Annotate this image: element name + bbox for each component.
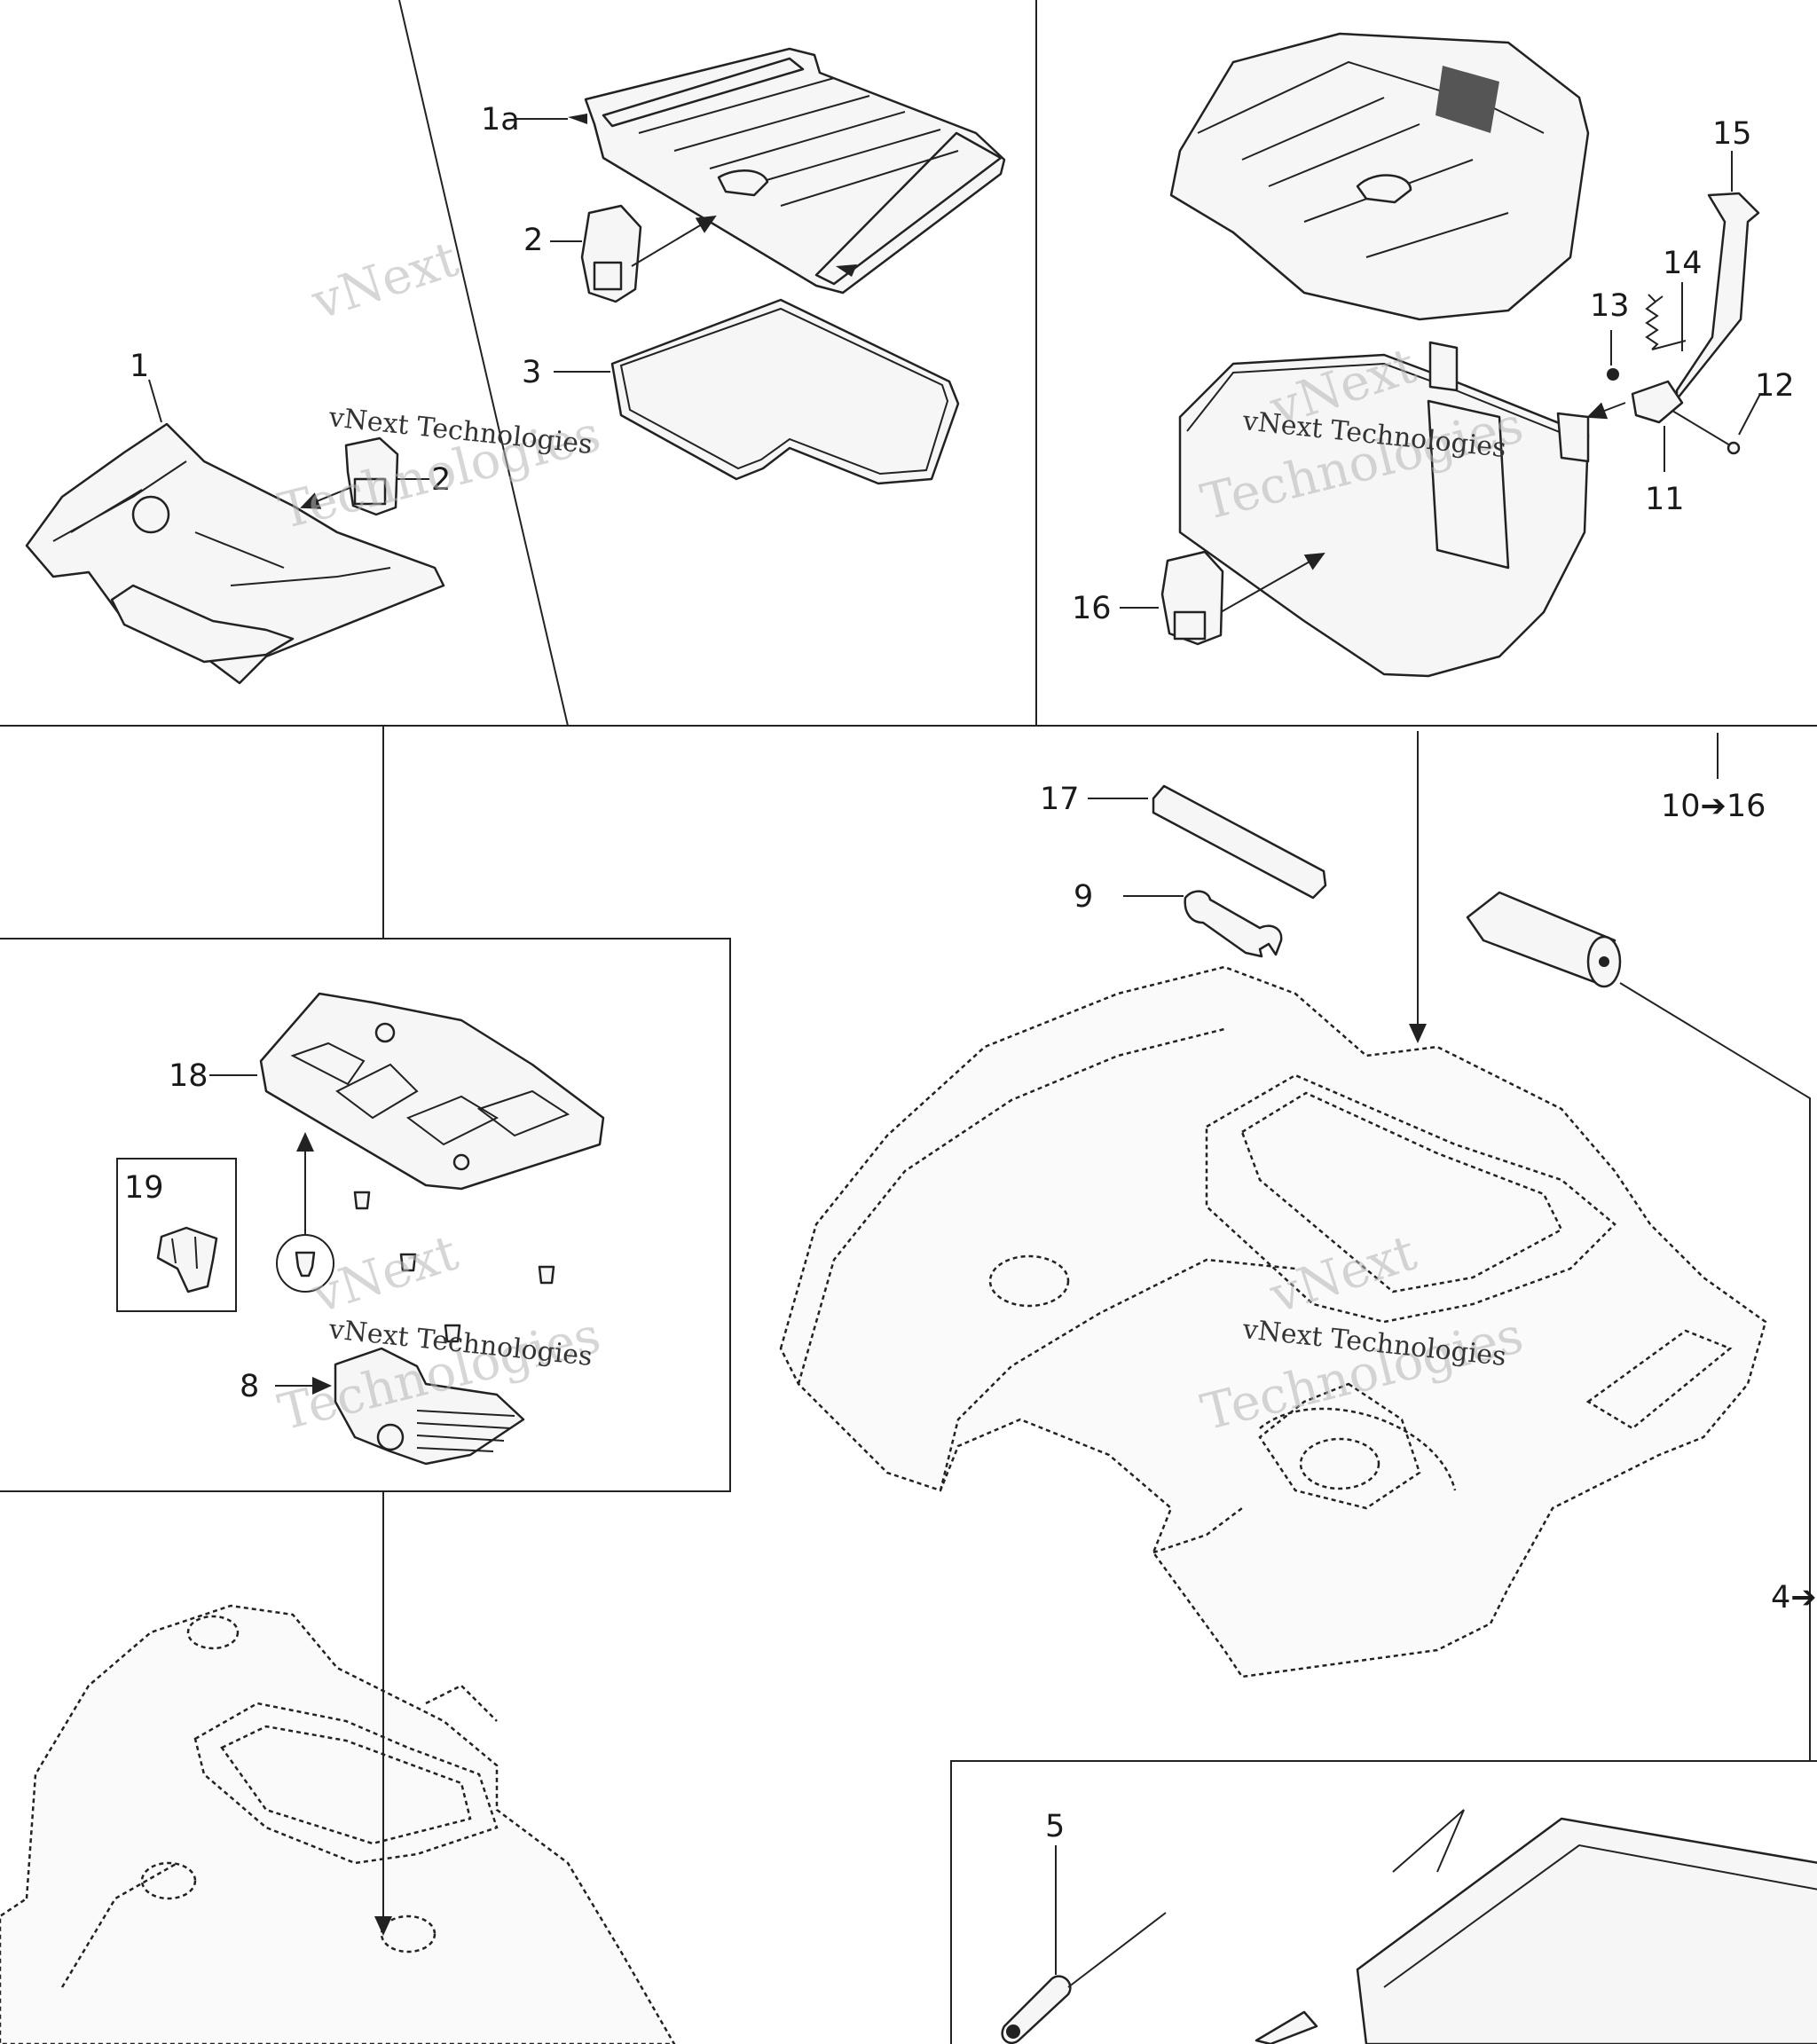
part-11-latch-bracket xyxy=(1631,380,1684,424)
part-5-screwdriver xyxy=(1001,1912,1167,2044)
callout-8: 8 xyxy=(240,1369,259,1404)
part-4-rear-fender xyxy=(779,965,1767,1678)
part-manual-book xyxy=(1356,1809,1817,2044)
part-1a-tray xyxy=(568,47,1006,295)
part-fuse-tube xyxy=(1255,2010,1318,2044)
part-9-wrench xyxy=(1184,890,1283,958)
part-16-clip xyxy=(1160,550,1224,646)
callout-14: 14 xyxy=(1663,246,1703,281)
callout-2-left: 2 xyxy=(431,462,451,498)
callout-4: 4➔ xyxy=(1771,1580,1817,1616)
part-19-inset xyxy=(116,1158,237,1312)
part-16-bin xyxy=(1178,341,1590,678)
callout-17: 17 xyxy=(1040,782,1080,817)
part-2-clip-left xyxy=(344,436,399,516)
watermark-left: vNext Technologies vNext Technologies xyxy=(273,230,606,540)
part-12-bolt xyxy=(1667,407,1741,455)
part-17-bar xyxy=(1152,784,1327,900)
callout-12: 12 xyxy=(1755,368,1795,404)
part-18-panel xyxy=(259,992,605,1191)
callout-15: 15 xyxy=(1712,116,1752,152)
part-13-nut xyxy=(1607,368,1619,381)
part-cylinder xyxy=(1466,891,1622,988)
part-2-clip-top xyxy=(580,204,642,303)
part-1-rack xyxy=(25,422,445,685)
push-fasteners xyxy=(276,1191,555,1343)
callout-19: 19 xyxy=(124,1170,164,1206)
callout-1: 1 xyxy=(130,349,149,384)
callout-13: 13 xyxy=(1590,288,1630,324)
part-8-hinge xyxy=(334,1347,525,1466)
callout-9: 9 xyxy=(1074,879,1093,915)
svg-text:vNext: vNext xyxy=(304,230,465,331)
part-15-latch-cover xyxy=(1675,192,1760,401)
part-fender-bottom xyxy=(0,1604,676,2044)
part-19-clip xyxy=(156,1226,218,1293)
callout-18: 18 xyxy=(169,1058,208,1094)
callout-11: 11 xyxy=(1645,482,1685,517)
callout-5: 5 xyxy=(1045,1809,1065,1844)
part-14-spring xyxy=(1645,294,1687,350)
callout-10-to-16: 10➔16 xyxy=(1661,789,1766,824)
callout-1a: 1a xyxy=(481,102,520,138)
callout-16: 16 xyxy=(1072,591,1112,626)
part-3-gasket xyxy=(610,298,960,485)
svg-text:vNext: vNext xyxy=(304,1223,465,1325)
callout-3: 3 xyxy=(522,355,541,390)
callout-2-top: 2 xyxy=(523,223,543,258)
part-10-lid xyxy=(1169,32,1590,321)
